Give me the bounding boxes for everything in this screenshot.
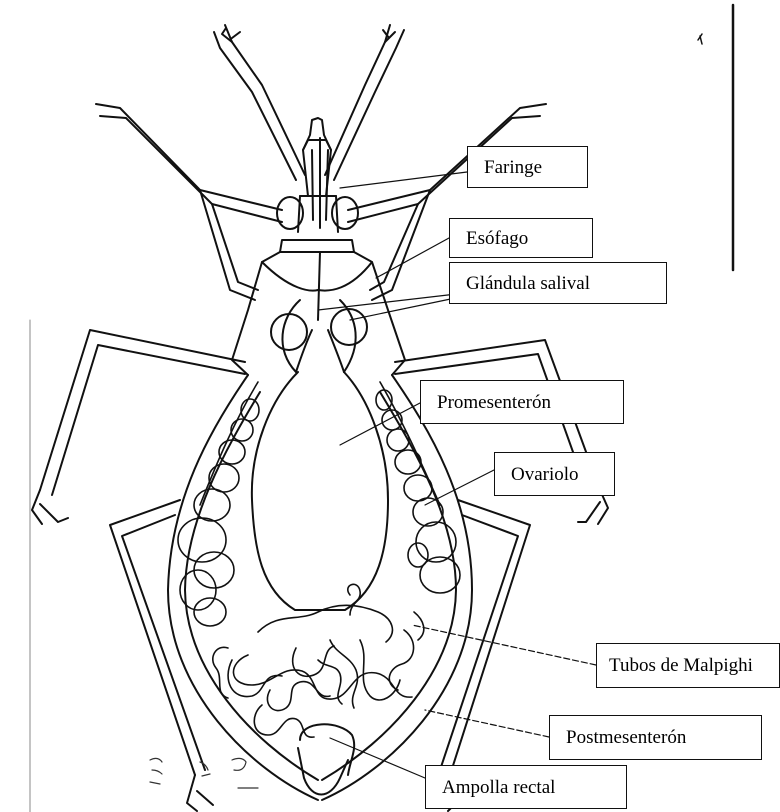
- label-tubos-malpighi: Tubos de Malpighi: [596, 643, 780, 688]
- antennae: [214, 25, 404, 180]
- label-glandula-salival: Glándula salival: [449, 262, 667, 304]
- promesenteron-organ: [252, 330, 388, 610]
- label-ovariolo: Ovariolo: [494, 452, 615, 496]
- ovarioles-left: [178, 382, 259, 626]
- label-ampolla-rectal: Ampolla rectal: [425, 765, 627, 809]
- label-promesenteron: Promesenterón: [420, 380, 624, 424]
- head: [277, 118, 358, 252]
- label-postmesenteron: Postmesenterón: [549, 715, 762, 760]
- label-faringe: Faringe: [467, 146, 588, 188]
- label-esofago: Esófago: [449, 218, 593, 258]
- malpighian-tubules: [213, 584, 424, 737]
- stray-marks: [150, 758, 258, 788]
